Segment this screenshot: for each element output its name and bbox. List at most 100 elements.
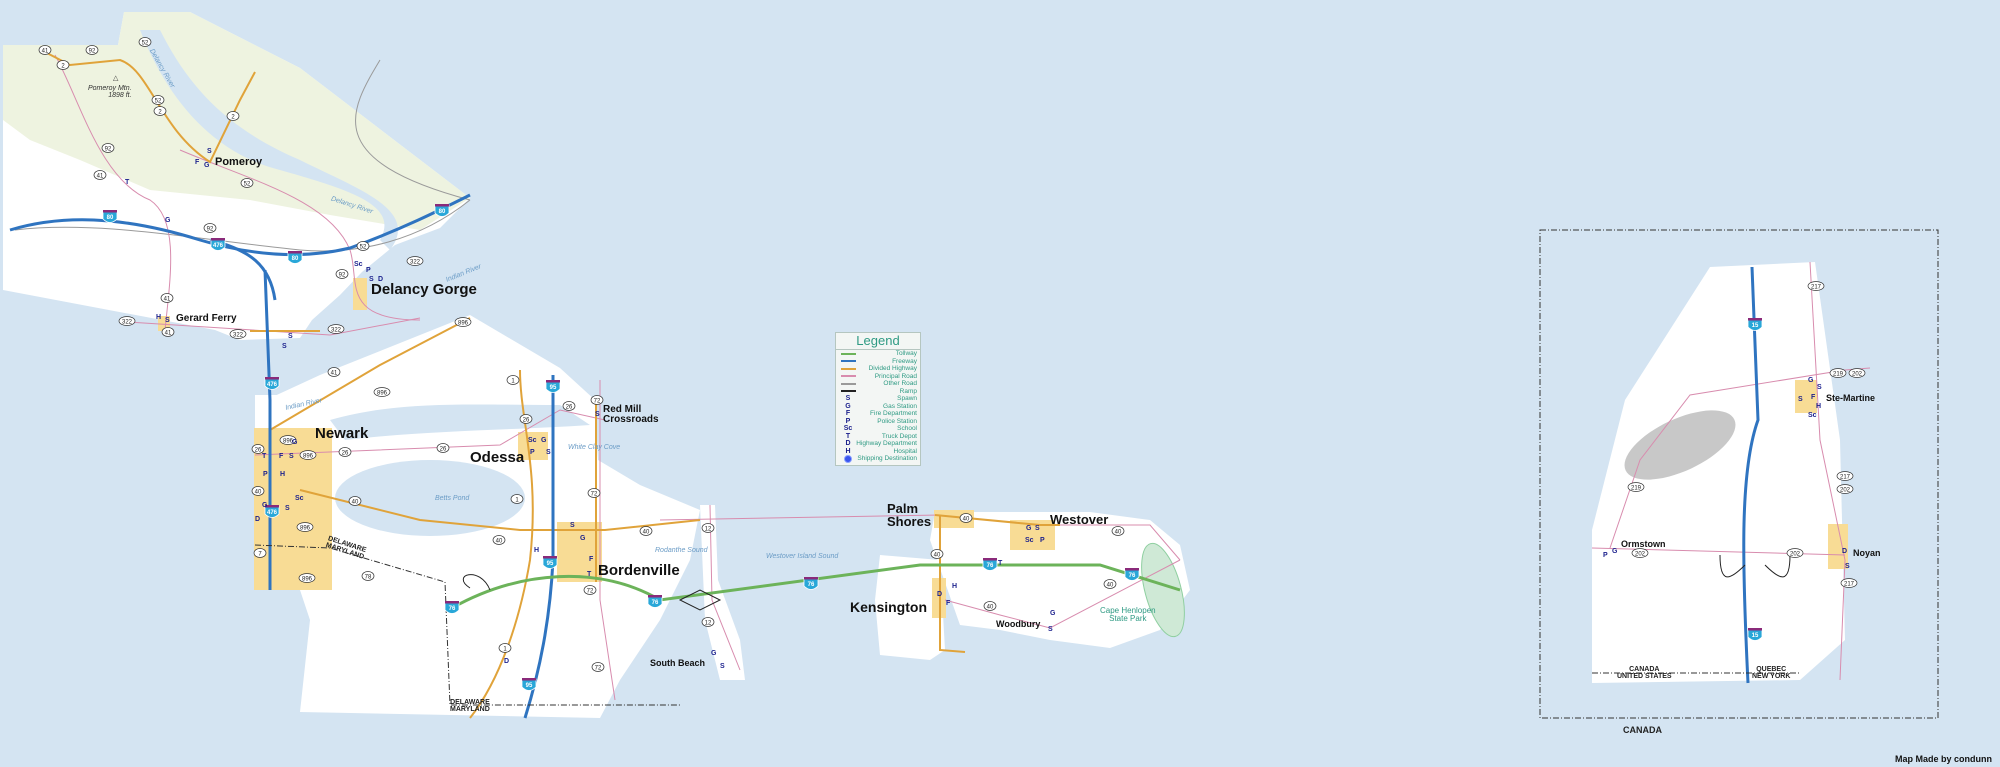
route-shield: 92 bbox=[203, 223, 217, 233]
service-letter: S bbox=[720, 663, 725, 670]
route-number: 52 bbox=[155, 98, 162, 104]
legend-symbol: S bbox=[840, 395, 856, 403]
route-number: 12 bbox=[705, 620, 712, 626]
water-bodies bbox=[140, 30, 1736, 536]
border-label-top: DELAWARE bbox=[450, 699, 490, 706]
route-number: 896 bbox=[300, 525, 311, 531]
border-label-bottom: MARYLAND bbox=[450, 706, 490, 713]
cape-henlopen-park bbox=[1141, 542, 1185, 638]
route-shield: 78 bbox=[361, 571, 375, 581]
legend-label: Divided Highway bbox=[868, 365, 917, 372]
route-number: 1 bbox=[515, 497, 519, 503]
service-letter: P bbox=[1603, 552, 1608, 559]
route-shield: 41 bbox=[93, 170, 107, 180]
route-shield: 26 bbox=[519, 414, 533, 424]
route-shield: 92 bbox=[85, 45, 99, 55]
place-gerard-ferry: Gerard Ferry bbox=[176, 313, 237, 324]
interstate-number: 476 bbox=[213, 243, 224, 249]
service-letter: S bbox=[285, 505, 290, 512]
legend-letter: H bbox=[845, 447, 851, 455]
inset-airport bbox=[1624, 410, 1736, 480]
legend-symbol bbox=[840, 360, 856, 363]
legend-title: Legend bbox=[836, 333, 920, 350]
legend-symbol: H bbox=[840, 448, 856, 456]
route-number: 72 bbox=[595, 665, 602, 671]
route-number: 40 bbox=[1115, 529, 1122, 535]
legend-symbol bbox=[840, 367, 856, 370]
legend-item: Other Road bbox=[836, 380, 920, 388]
route-shield: 12 bbox=[701, 523, 715, 533]
route-number: 78 bbox=[365, 574, 372, 580]
interstate-number: 15 bbox=[1752, 633, 1759, 639]
route-number: 52 bbox=[360, 244, 367, 250]
route-number: 52 bbox=[244, 181, 251, 187]
route-number: 219 bbox=[1631, 485, 1642, 491]
principal-road bbox=[1055, 524, 1181, 561]
route-shield: 40 bbox=[348, 496, 362, 506]
water-white-clay-cove: White Clay Cove bbox=[568, 444, 621, 451]
route-shield: 72 bbox=[591, 662, 605, 672]
route-shield: 40 bbox=[1103, 579, 1117, 589]
route-shield: 41 bbox=[38, 45, 52, 55]
route-shield: 41 bbox=[161, 327, 175, 337]
interstate-shield: 95 bbox=[545, 380, 561, 393]
legend-symbol: Sc bbox=[840, 425, 856, 433]
legend-item: Tollway bbox=[836, 350, 920, 358]
service-letter: S bbox=[1035, 525, 1040, 532]
route-shield: 219 bbox=[1829, 368, 1847, 378]
red-mill-line2: Crossroads bbox=[603, 414, 659, 425]
service-letter: T bbox=[998, 560, 1003, 567]
interstate-shield: 476 bbox=[210, 238, 226, 251]
legend-label: Truck Depot bbox=[881, 432, 917, 440]
legend-symbol: G bbox=[840, 403, 856, 411]
route-number: 896 bbox=[302, 576, 313, 582]
route-number: 40 bbox=[987, 604, 994, 610]
service-letter: G bbox=[1612, 548, 1618, 555]
service-letter: T bbox=[125, 179, 130, 186]
shipping-destination-icon bbox=[844, 454, 852, 463]
route-number: 26 bbox=[440, 446, 447, 452]
divided-road bbox=[299, 489, 701, 531]
legend-line-swatch bbox=[840, 382, 856, 385]
interstate-shield: 80 bbox=[287, 251, 303, 264]
interstate-number: 76 bbox=[1129, 573, 1136, 579]
route-shield: 2 bbox=[226, 111, 240, 121]
legend-item: Principal Road bbox=[836, 373, 920, 381]
place-ste-martine: Ste-Martine bbox=[1826, 393, 1876, 403]
route-number: 92 bbox=[207, 226, 214, 232]
route-shield: 322 bbox=[406, 256, 424, 266]
legend-item: Ramp bbox=[836, 388, 920, 396]
principal-road bbox=[599, 380, 616, 701]
interstate-shield: 476 bbox=[264, 505, 280, 518]
route-number: 72 bbox=[594, 398, 601, 404]
legend-label: Principal Road bbox=[874, 372, 917, 380]
kensington-island bbox=[875, 555, 945, 660]
legend-letter: F bbox=[845, 410, 851, 417]
service-letter: G bbox=[292, 439, 298, 446]
water-westover-island-sound: Westover Island Sound bbox=[766, 553, 839, 560]
interstate-number: 80 bbox=[439, 209, 446, 215]
route-number: 202 bbox=[1790, 551, 1801, 557]
route-shield: 896 bbox=[279, 435, 297, 445]
legend-label: Highway Department bbox=[856, 440, 917, 447]
route-shield: 1 bbox=[506, 375, 520, 385]
service-letter: H bbox=[534, 547, 539, 554]
service-letter: F bbox=[589, 556, 594, 563]
interstate-shield: 76 bbox=[444, 601, 460, 614]
route-shield: 7 bbox=[253, 548, 267, 558]
service-letter: S bbox=[1798, 396, 1803, 403]
service-letter: P bbox=[1040, 537, 1045, 544]
interstate-number: 76 bbox=[987, 563, 994, 569]
route-shield: 202 bbox=[1631, 548, 1649, 558]
route-number: 41 bbox=[165, 330, 172, 336]
legend-label: Ramp bbox=[899, 387, 917, 395]
interstate-shield: 76 bbox=[803, 577, 819, 590]
